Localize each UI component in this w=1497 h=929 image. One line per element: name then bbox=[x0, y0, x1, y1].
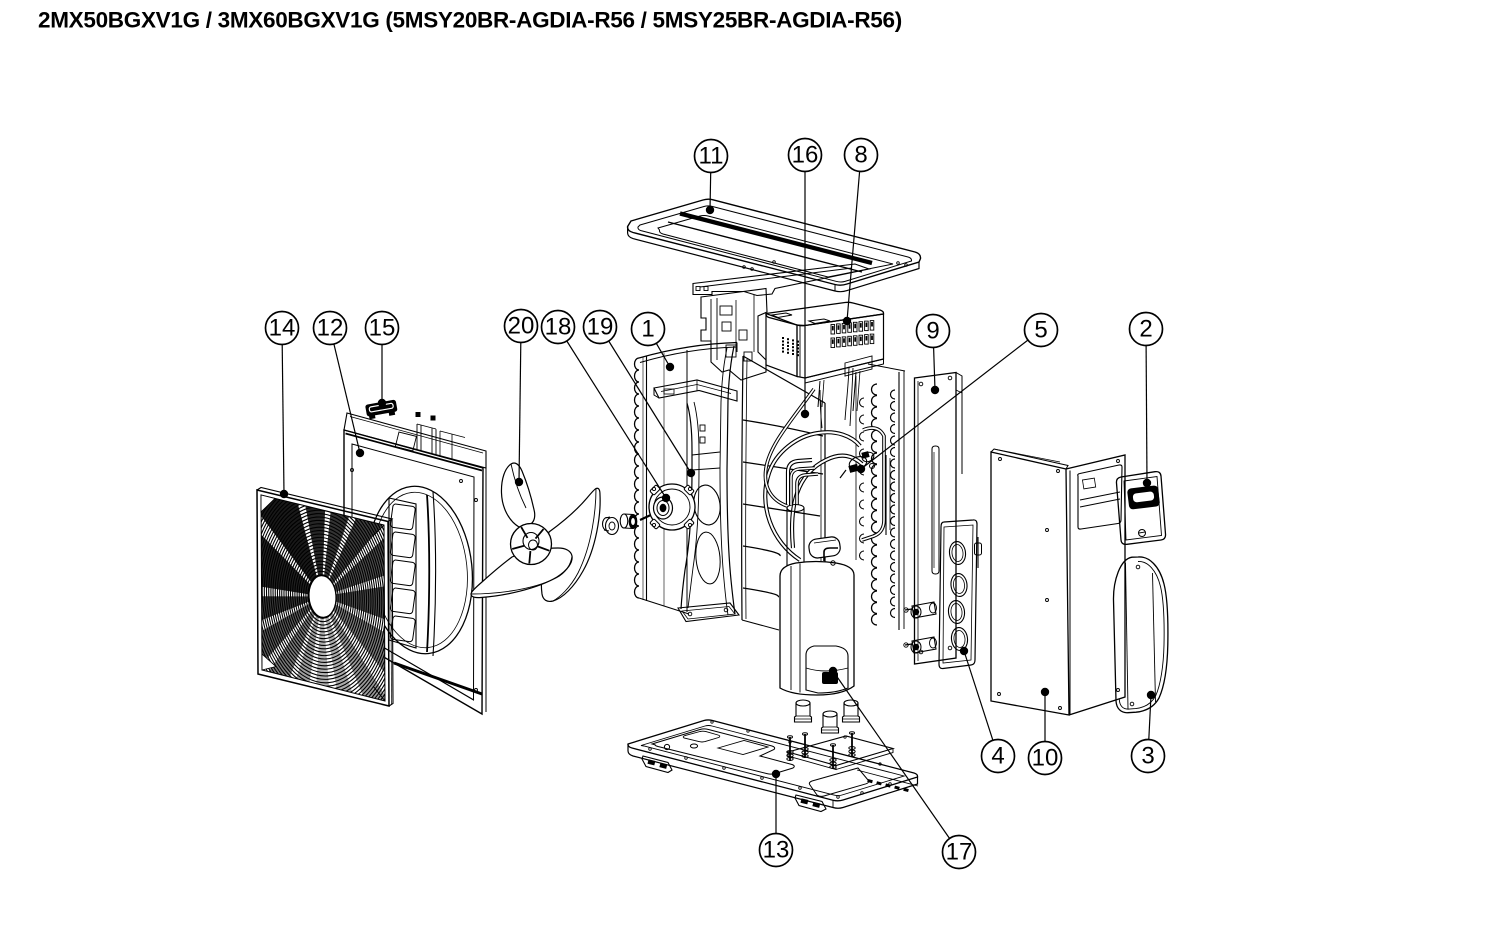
svg-text:8: 8 bbox=[854, 142, 867, 169]
svg-text:12: 12 bbox=[317, 315, 344, 342]
svg-text:15: 15 bbox=[369, 315, 396, 342]
svg-text:14: 14 bbox=[269, 315, 296, 342]
svg-text:17: 17 bbox=[946, 839, 973, 866]
svg-text:13: 13 bbox=[763, 837, 790, 864]
svg-text:5: 5 bbox=[1034, 317, 1047, 344]
svg-text:4: 4 bbox=[991, 743, 1004, 770]
svg-text:10: 10 bbox=[1032, 745, 1059, 772]
svg-text:2: 2 bbox=[1139, 316, 1152, 343]
svg-text:18: 18 bbox=[545, 314, 572, 341]
svg-text:9: 9 bbox=[926, 318, 939, 345]
svg-text:16: 16 bbox=[792, 142, 819, 169]
svg-text:11: 11 bbox=[699, 143, 724, 170]
svg-text:20: 20 bbox=[508, 313, 535, 340]
svg-text:2MX50BGXV1G / 3MX60BGXV1G (5MS: 2MX50BGXV1G / 3MX60BGXV1G (5MSY20BR-AGDI… bbox=[38, 8, 902, 33]
svg-text:3: 3 bbox=[1141, 743, 1154, 770]
svg-text:1: 1 bbox=[641, 316, 654, 343]
svg-text:19: 19 bbox=[587, 314, 614, 341]
